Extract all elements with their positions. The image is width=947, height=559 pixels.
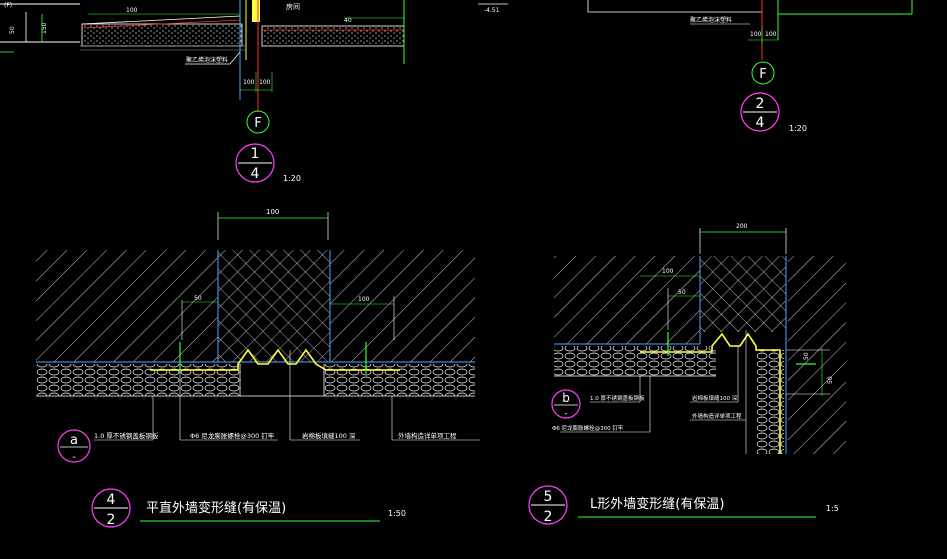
top-left-grid-bubble xyxy=(246,110,270,134)
detail-a-joint-fill xyxy=(218,250,330,362)
detail-a-cover-plate xyxy=(150,348,400,371)
detail-b-label-3: 岩棉板填缝100 深 xyxy=(692,394,738,402)
detail-b-label-4: 外墙构造详单项工程 xyxy=(692,412,742,420)
detail-a-title-sheet: 2 xyxy=(107,512,116,528)
top-right-detail-marker xyxy=(740,92,780,132)
top-left-slab-right xyxy=(261,25,405,47)
top-left-detail-marker xyxy=(235,143,275,183)
detail-a-label-4: 外墙构造详单项工程 xyxy=(398,431,457,440)
top-left-scale: 1:20 xyxy=(283,174,301,183)
detail-b-dim-side-b: 50 xyxy=(827,376,834,384)
detail-b-cover-plate xyxy=(640,332,781,454)
detail-a-title: 平直外墙变形缝(有保温) xyxy=(146,500,286,516)
top-left-detail-num: 1 xyxy=(251,146,260,162)
top-left-dim-bottom-b: 100 xyxy=(259,79,271,86)
top-left-slab xyxy=(81,23,243,47)
top-right-dim-bottom-a: 100 xyxy=(750,31,762,38)
detail-b-wall-right xyxy=(788,256,846,454)
top-right-elev-label: -4.51 xyxy=(484,7,500,14)
detail-a-insulation-right xyxy=(324,364,475,396)
detail-b-wall-left xyxy=(554,256,700,344)
detail-b-label-1: 1.0 厚不锈钢盖板钢板 xyxy=(590,394,645,402)
detail-a-title-num: 4 xyxy=(107,492,116,508)
top-right-detail-num: 2 xyxy=(756,96,765,112)
top-right-scale: 1:20 xyxy=(789,124,807,133)
detail-b-title-num: 5 xyxy=(544,489,553,505)
top-left-section: (F) 50 150 100 房间 40 聚乙烯泡沫塑料 100 100 xyxy=(0,0,405,183)
top-right-section: -4.51 聚乙烯泡沫塑料 100 100 F 2 4 1:20 xyxy=(478,0,913,133)
top-left-dim-40: 40 xyxy=(344,17,352,24)
top-right-detail-sheet: 4 xyxy=(756,115,765,131)
detail-b-marker xyxy=(551,389,581,419)
top-left-detail-sheet: 4 xyxy=(251,166,260,182)
top-right-note: 聚乙烯泡沫塑料 xyxy=(690,16,732,24)
detail-a: 100 50 100 1.0 厚不锈钢盖板钢板 xyxy=(36,208,480,528)
top-left-note: 聚乙烯泡沫塑料 xyxy=(186,56,228,64)
top-left-dim-bottom-a: 100 xyxy=(243,79,255,86)
detail-b-insulation-bottom xyxy=(554,346,716,376)
detail-b-title-sheet: 2 xyxy=(544,509,553,525)
detail-b-dim-left: 100 xyxy=(662,268,674,275)
detail-b-scale: 1:5 xyxy=(826,504,839,513)
top-right-grid-bubble xyxy=(751,61,775,85)
detail-a-title-marker xyxy=(91,488,131,528)
top-left-dim-50: 50 xyxy=(9,26,16,34)
detail-a-label-1: 1.0 厚不锈钢盖板钢板 xyxy=(94,431,159,440)
top-left-grid-letter: F xyxy=(254,116,261,131)
detail-b-title-marker xyxy=(528,485,568,525)
detail-b: 200 100 50 50 50 1.0 xyxy=(528,223,846,525)
detail-b-dim-top: 200 xyxy=(736,223,748,230)
detail-a-insulation-left xyxy=(36,364,241,396)
detail-a-label-2: Φ6 尼龙膨胀螺栓@300 钉牢 xyxy=(190,431,275,440)
detail-a-label-3: 岩棉板填缝100 深 xyxy=(302,431,356,440)
detail-b-title: L形外墙变形缝(有保温) xyxy=(590,496,724,512)
detail-a-dim-right: 100 xyxy=(358,296,370,303)
top-right-grid-letter: F xyxy=(759,67,766,82)
detail-b-marker-sub: - xyxy=(564,409,567,419)
top-left-room-label: 房间 xyxy=(286,2,300,11)
detail-a-marker xyxy=(57,429,91,463)
detail-b-marker-letter: b xyxy=(562,391,570,405)
detail-b-joint-fill xyxy=(700,256,786,332)
top-left-dim-150: 150 xyxy=(41,22,48,34)
detail-b-dim-mid: 50 xyxy=(678,289,686,296)
detail-a-wall-left xyxy=(36,250,218,362)
detail-b-dim-side-a: 50 xyxy=(803,352,810,360)
top-right-dim-bottom-b: 100 xyxy=(765,31,777,38)
detail-a-dim-top: 100 xyxy=(266,208,279,216)
top-left-elev-label: (F) xyxy=(4,2,12,9)
detail-a-marker-sub: - xyxy=(72,452,76,463)
detail-a-wall-right xyxy=(330,250,475,362)
detail-b-label-2: Φ6 尼龙膨胀螺栓@300 钉牢 xyxy=(552,424,624,432)
detail-a-dim-left: 50 xyxy=(194,295,202,302)
top-left-dim-100: 100 xyxy=(126,7,138,14)
detail-a-marker-letter: a xyxy=(70,433,78,448)
detail-a-scale: 1:50 xyxy=(388,509,406,518)
